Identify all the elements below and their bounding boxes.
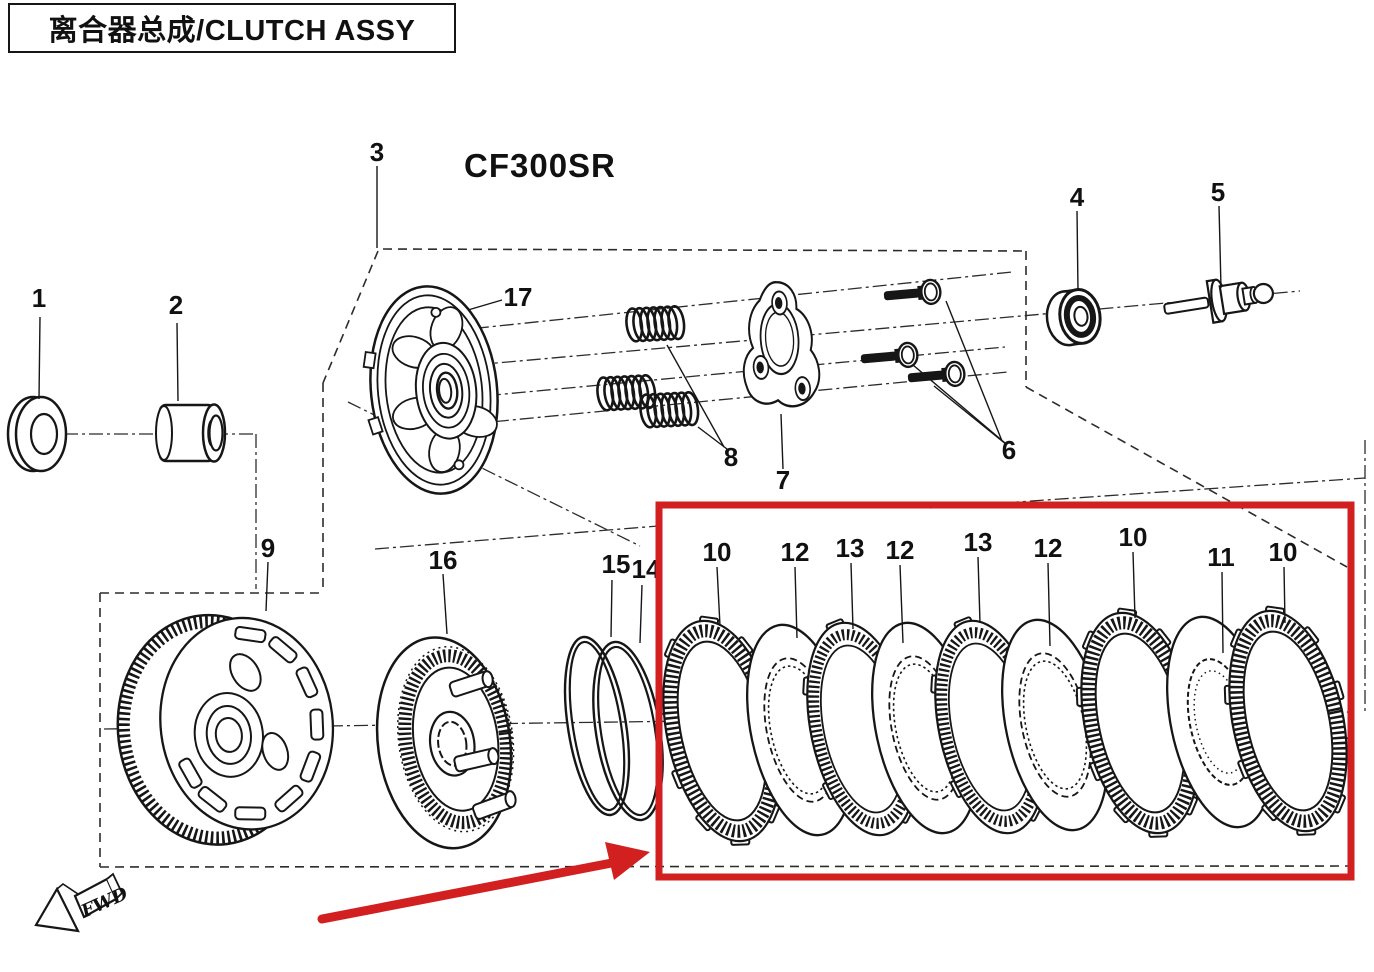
- highlight-box: [655, 501, 1355, 881]
- leader-line-12: [794, 566, 798, 639]
- fwd-arrow: FWD: [34, 872, 131, 933]
- part-label-4-bearing: 4: [1070, 182, 1085, 212]
- leader-line-10: [1132, 551, 1136, 619]
- leader-line-15: [610, 579, 613, 638]
- leader-line-4: [1076, 210, 1079, 292]
- part-bolts: [860, 278, 966, 388]
- part-label-3-clutch-sub-assembly: 3: [370, 137, 384, 167]
- part-label-16-clutch-center-hub: 16: [429, 545, 458, 575]
- part-clutch-springs: [596, 304, 700, 429]
- leader-line-10: [716, 566, 721, 627]
- part-bushing: [155, 403, 227, 463]
- leader-line-6: [945, 300, 1003, 442]
- part-push-rod: [1163, 278, 1275, 324]
- diagram-title: 离合器总成/CLUTCH ASSY: [48, 15, 416, 47]
- model-label: CF300SR: [464, 147, 616, 184]
- leader-line-13: [850, 562, 854, 630]
- part-label-11-clutch-plate: 11: [1207, 542, 1235, 572]
- part-pressure-plate: [362, 285, 499, 495]
- part-label-6-bolt: 6: [1002, 435, 1016, 465]
- part-label-7-spring-retainer-plate: 7: [776, 465, 790, 495]
- part-bearing: [1045, 288, 1102, 347]
- part-label-9-clutch-housing: 9: [261, 533, 275, 563]
- leader-line-12: [899, 564, 904, 644]
- part-spring-retainer: [742, 280, 821, 408]
- part-label-10-friction-plate: 10: [1119, 522, 1148, 552]
- leader-line-2: [176, 322, 179, 402]
- part-clutch-housing: [116, 613, 335, 846]
- highlight-group: [317, 501, 1355, 924]
- part-label-13-spring-plate: 13: [836, 533, 865, 563]
- part-label-15-ring: 15: [602, 549, 631, 579]
- part-label-2-bushing: 2: [169, 290, 183, 320]
- part-label-12-steel-plate: 12: [781, 537, 810, 567]
- part-ring-15: [563, 635, 631, 817]
- part-label-10-friction-plate: 10: [703, 537, 732, 567]
- leader-line-5: [1218, 205, 1222, 289]
- leader-line-12: [1047, 562, 1051, 647]
- highlight-arrow-head: [605, 842, 650, 880]
- part-label-17-pressure-plate: 17: [504, 282, 533, 312]
- part-label-10-friction-plate: 10: [1269, 537, 1298, 567]
- leader-line-17: [467, 299, 503, 311]
- part-label-8-clutch-spring: 8: [724, 442, 738, 472]
- part-label-12-steel-plate: 12: [1034, 533, 1063, 563]
- clutch-plates-stack: [657, 605, 1353, 846]
- clutch-plate-10: [1223, 605, 1353, 836]
- part-label-12-steel-plate: 12: [886, 535, 915, 565]
- leader-line-14: [639, 584, 643, 644]
- part-clutch-center-hub: [375, 636, 517, 850]
- leader-line-9: [265, 561, 269, 612]
- highlight-arrow-shaft: [317, 856, 627, 924]
- leader-line-6: [912, 364, 1006, 444]
- leader-line-11: [1221, 571, 1224, 654]
- leader-line-8: [666, 344, 725, 448]
- part-label-1-washer: 1: [32, 283, 46, 313]
- leader-line-6: [933, 385, 1008, 446]
- leader-line-1: [38, 316, 41, 400]
- part-washer: [6, 395, 68, 473]
- leader-line-8: [697, 426, 728, 450]
- part-label-13-spring-plate: 13: [964, 527, 993, 557]
- leader-line-13: [977, 556, 981, 624]
- leader-line-16: [442, 573, 448, 635]
- title-box: 离合器总成/CLUTCH ASSY: [8, 3, 456, 53]
- leader-line-7: [780, 413, 784, 470]
- part-label-5-push-rod: 5: [1211, 177, 1225, 207]
- leader-line-10: [1283, 566, 1286, 624]
